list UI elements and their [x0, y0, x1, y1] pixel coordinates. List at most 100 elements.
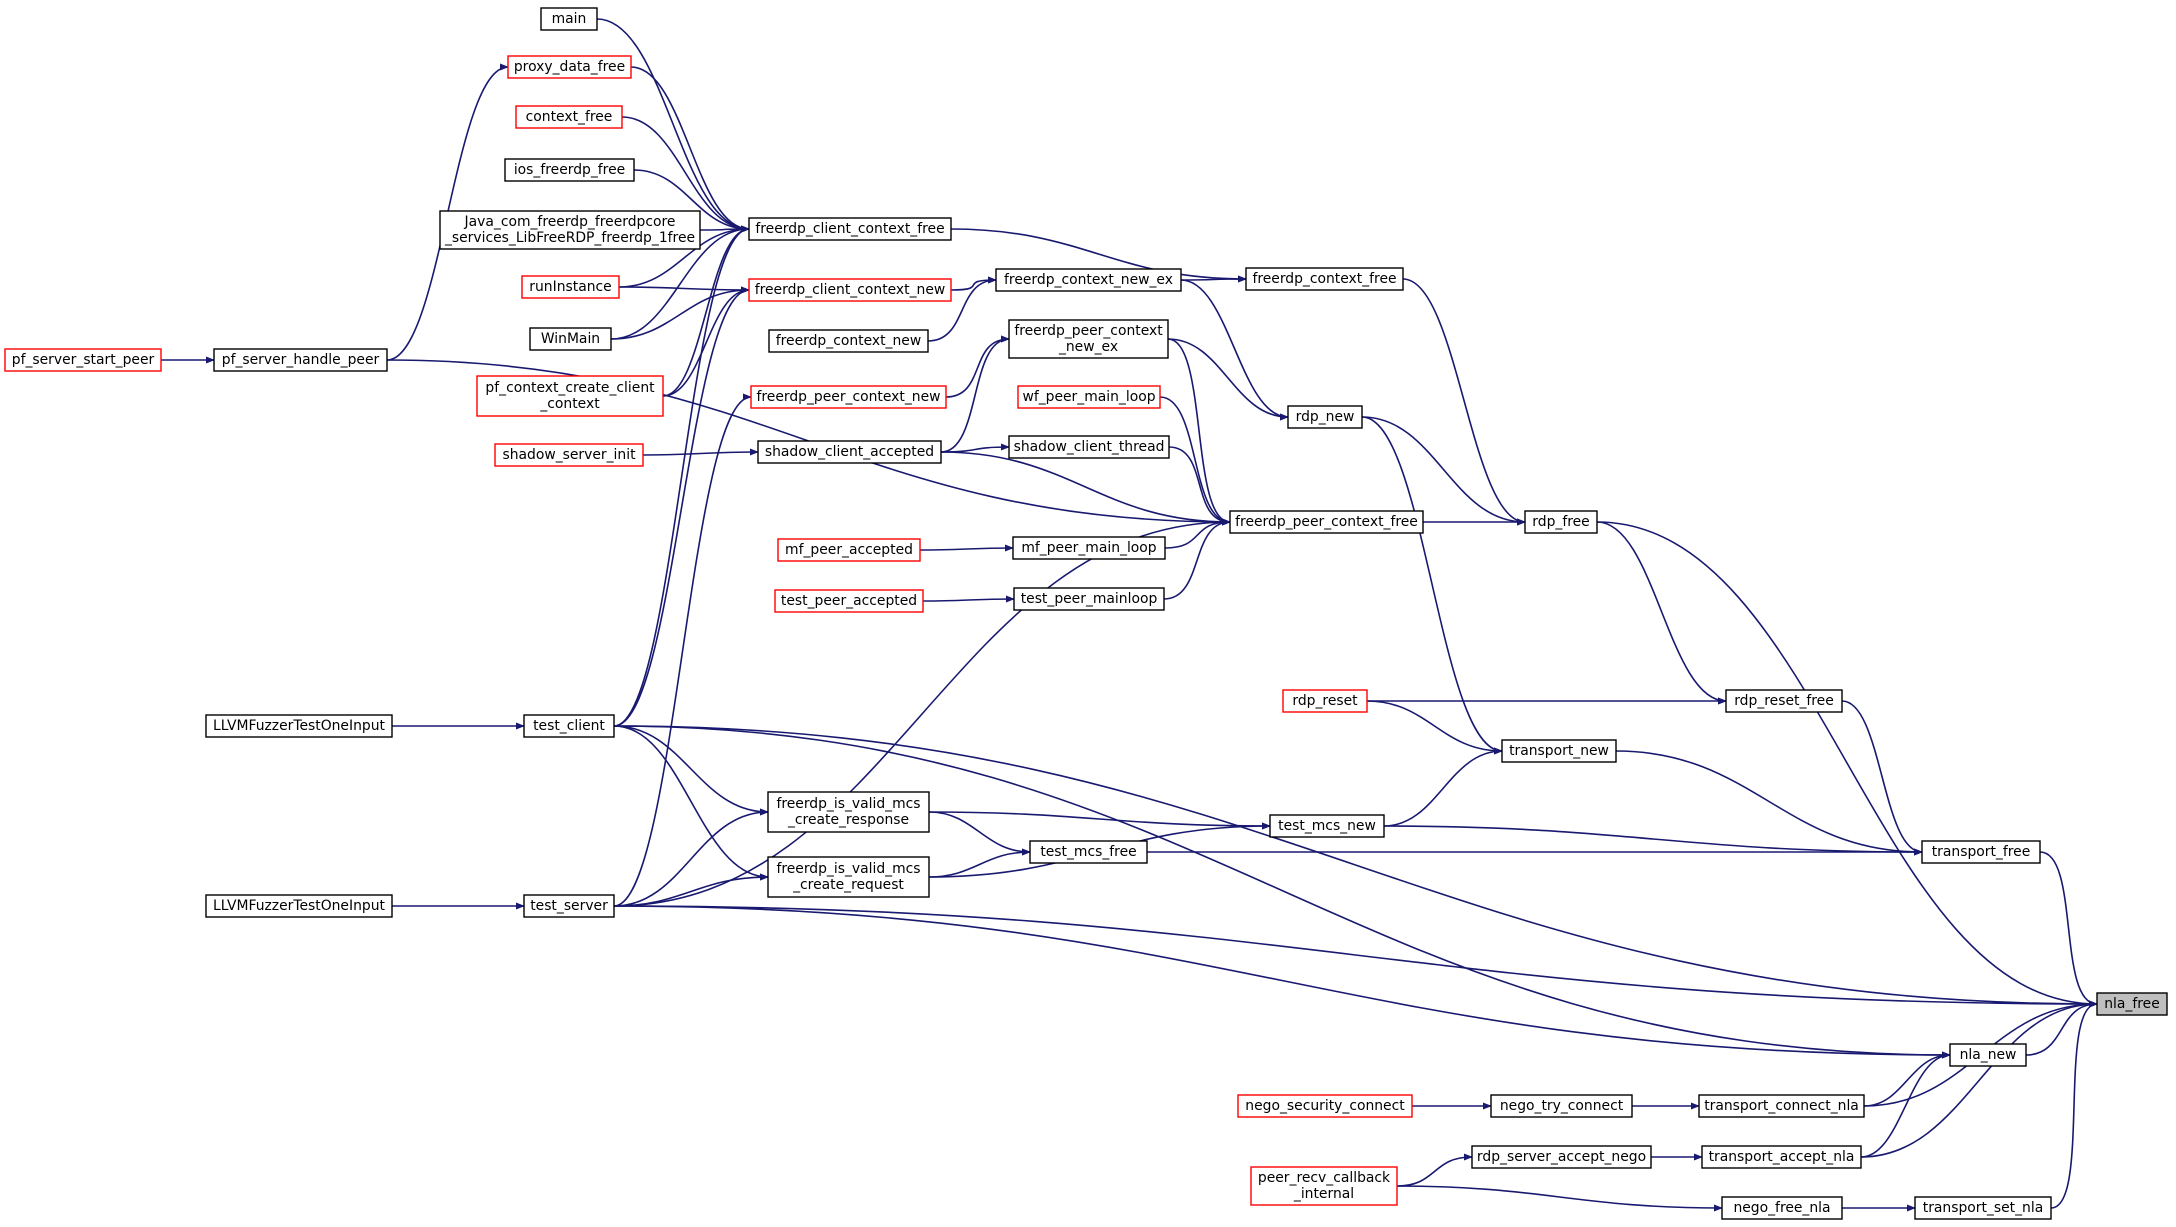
node-java[interactable]: Java_com_freerdp_freerdpcore_services_Li…	[439, 210, 701, 250]
node-freerdp-peer-context-free[interactable]: freerdp_peer_context_free	[1229, 510, 1424, 534]
node-nla-free[interactable]: nla_free	[2096, 992, 2168, 1016]
node-label: transport_set_nla	[1923, 1200, 2043, 1216]
edge-freerdp_peer_context_new-to-freerdp_peer_context_new_ex	[945, 335, 1010, 398]
node-main[interactable]: main	[540, 7, 598, 31]
node-freerdp-peer-context-new-ex[interactable]: freerdp_peer_context_new_ex	[1008, 319, 1169, 359]
node-label: nego_try_connect	[1500, 1098, 1624, 1114]
node-rdp-free[interactable]: rdp_free	[1524, 510, 1598, 534]
node-test-peer-mainloop[interactable]: test_peer_mainloop	[1013, 587, 1165, 611]
node-llvmfuzzer2[interactable]: LLVMFuzzerTestOneInput	[205, 894, 393, 918]
node-test-mcs-free[interactable]: test_mcs_free	[1029, 840, 1148, 864]
node-transport-accept-nla[interactable]: transport_accept_nla	[1701, 1145, 1862, 1169]
node-freerdp-client-context-new[interactable]: freerdp_client_context_new	[748, 278, 952, 302]
edge-test_mcs_new-to-transport_new	[1383, 747, 1503, 827]
node-pf-server-start-peer[interactable]: pf_server_start_peer	[4, 348, 162, 372]
edge-shadow_client_thread-to-freerdp_peer_context_free	[1168, 446, 1231, 526]
node-label: WinMain	[541, 331, 600, 347]
node-box	[494, 443, 644, 467]
edge-proxy_data_free-to-freerdp_client_context_free	[630, 66, 750, 233]
edge-test_client-to-freerdp_client_context_new	[613, 286, 750, 727]
node-freerdp-context-new-ex[interactable]: freerdp_context_new_ex	[995, 268, 1182, 292]
node-box	[1229, 510, 1424, 534]
edge-transport_free-to-nla_free	[2039, 851, 2098, 1008]
node-mcs-create-request[interactable]: freerdp_is_valid_mcs_create_request	[767, 856, 930, 898]
edge-transport_new-to-transport_free	[1615, 750, 1923, 856]
node-box	[1701, 1145, 1862, 1169]
node-box	[767, 791, 930, 833]
node-label: shadow_server_init	[502, 447, 636, 463]
node-wf-peer-main-loop[interactable]: wf_peer_main_loop	[1017, 385, 1161, 409]
edge-freerdp_peer_context_new_ex-to-rdp_new	[1167, 338, 1289, 421]
node-label: _internal	[1293, 1186, 1354, 1202]
node-box	[205, 894, 393, 918]
node-label: pf_server_handle_peer	[222, 352, 380, 368]
edge-freerdp_context_free-to-rdp_free	[1402, 278, 1526, 526]
node-test-mcs-new[interactable]: test_mcs_new	[1269, 814, 1385, 838]
node-label: rdp_free	[1532, 514, 1589, 530]
node-freerdp-client-context-free[interactable]: freerdp_client_context_free	[748, 217, 952, 241]
edge-freerdp_context_new-to-freerdp_context_new_ex	[927, 276, 997, 342]
node-transport-connect-nla[interactable]: transport_connect_nla	[1698, 1094, 1865, 1118]
node-label: nego_security_connect	[1245, 1098, 1405, 1114]
node-label: peer_recv_callback	[1258, 1170, 1390, 1186]
node-peer-recv-callback-internal[interactable]: peer_recv_callback_internal	[1250, 1166, 1398, 1206]
node-label: _new_ex	[1058, 339, 1118, 355]
edge-rdp_new-to-rdp_free	[1361, 416, 1526, 526]
node-winmain[interactable]: WinMain	[529, 327, 612, 351]
node-label: freerdp_is_valid_mcs	[776, 796, 920, 812]
node-freerdp-context-new[interactable]: freerdp_context_new	[768, 329, 929, 353]
node-freerdp-peer-context-new[interactable]: freerdp_peer_context_new	[750, 385, 947, 409]
node-box	[768, 329, 929, 353]
node-pf-context-create-client-context[interactable]: pf_context_create_client_context	[476, 375, 664, 417]
node-mf-peer-accepted[interactable]: mf_peer_accepted	[777, 538, 921, 562]
node-proxy-data-free[interactable]: proxy_data_free	[507, 55, 632, 79]
node-freerdp-context-free[interactable]: freerdp_context_free	[1245, 267, 1404, 291]
node-nego-free-nla[interactable]: nego_free_nla	[1721, 1196, 1843, 1220]
node-shadow-client-accepted[interactable]: shadow_client_accepted	[757, 440, 942, 464]
node-box	[205, 714, 393, 738]
node-box	[1008, 319, 1169, 359]
edge-test_peer_accepted-to-test_peer_mainloop	[922, 595, 1015, 603]
node-rdp-new[interactable]: rdp_new	[1287, 405, 1363, 429]
node-box	[1029, 840, 1148, 864]
node-pf-server-handle-peer[interactable]: pf_server_handle_peer	[213, 348, 388, 372]
node-label: transport_connect_nla	[1704, 1098, 1859, 1114]
node-mcs-create-response[interactable]: freerdp_is_valid_mcs_create_response	[767, 791, 930, 833]
node-rdp-reset[interactable]: rdp_reset	[1282, 689, 1368, 713]
edge-wf_peer_main_loop-to-freerdp_peer_context_free	[1159, 396, 1231, 526]
node-ios-freerdp-free[interactable]: ios_freerdp_free	[504, 158, 635, 182]
node-box	[1245, 267, 1404, 291]
node-transport-set-nla[interactable]: transport_set_nla	[1914, 1196, 2052, 1220]
node-runinstance[interactable]: runInstance	[521, 275, 620, 299]
node-test-server[interactable]: test_server	[523, 894, 615, 918]
node-box	[2096, 992, 2168, 1016]
node-nego-try-connect[interactable]: nego_try_connect	[1490, 1094, 1633, 1118]
node-context-free[interactable]: context_free	[515, 105, 623, 129]
node-transport-free[interactable]: transport_free	[1921, 840, 2041, 864]
node-label: pf_context_create_client	[485, 380, 655, 396]
node-box	[1287, 405, 1363, 429]
node-label: test_mcs_new	[1278, 818, 1376, 834]
edge-mf_peer_accepted-to-mf_peer_main_loop	[919, 544, 1014, 552]
node-label: freerdp_context_free	[1252, 271, 1396, 287]
node-rdp-reset-free[interactable]: rdp_reset_free	[1725, 689, 1843, 713]
node-nla-new[interactable]: nla_new	[1949, 1043, 2027, 1067]
node-nego-security-connect[interactable]: nego_security_connect	[1237, 1094, 1413, 1118]
node-shadow-client-thread[interactable]: shadow_client_thread	[1008, 435, 1170, 459]
node-shadow-server-init[interactable]: shadow_server_init	[494, 443, 644, 467]
node-llvmfuzzer1[interactable]: LLVMFuzzerTestOneInput	[205, 714, 393, 738]
edge-test_client-to-mcs_create_response	[613, 725, 769, 816]
node-transport-new[interactable]: transport_new	[1501, 739, 1617, 763]
node-label: rdp_reset	[1292, 693, 1358, 709]
edge-main-to-freerdp_client_context_free	[596, 18, 750, 233]
node-label: freerdp_peer_context	[1014, 323, 1163, 339]
node-label: rdp_new	[1296, 409, 1355, 425]
node-label: freerdp_peer_context_new	[756, 389, 940, 405]
node-label: runInstance	[529, 279, 611, 295]
edge-test_client-to-nla_new	[613, 725, 1951, 1059]
node-test-client[interactable]: test_client	[523, 714, 615, 738]
node-box	[1698, 1094, 1865, 1118]
node-rdp-server-accept-nego[interactable]: rdp_server_accept_nego	[1471, 1145, 1652, 1169]
node-mf-peer-main-loop[interactable]: mf_peer_main_loop	[1012, 536, 1166, 560]
node-test-peer-accepted[interactable]: test_peer_accepted	[774, 589, 924, 613]
